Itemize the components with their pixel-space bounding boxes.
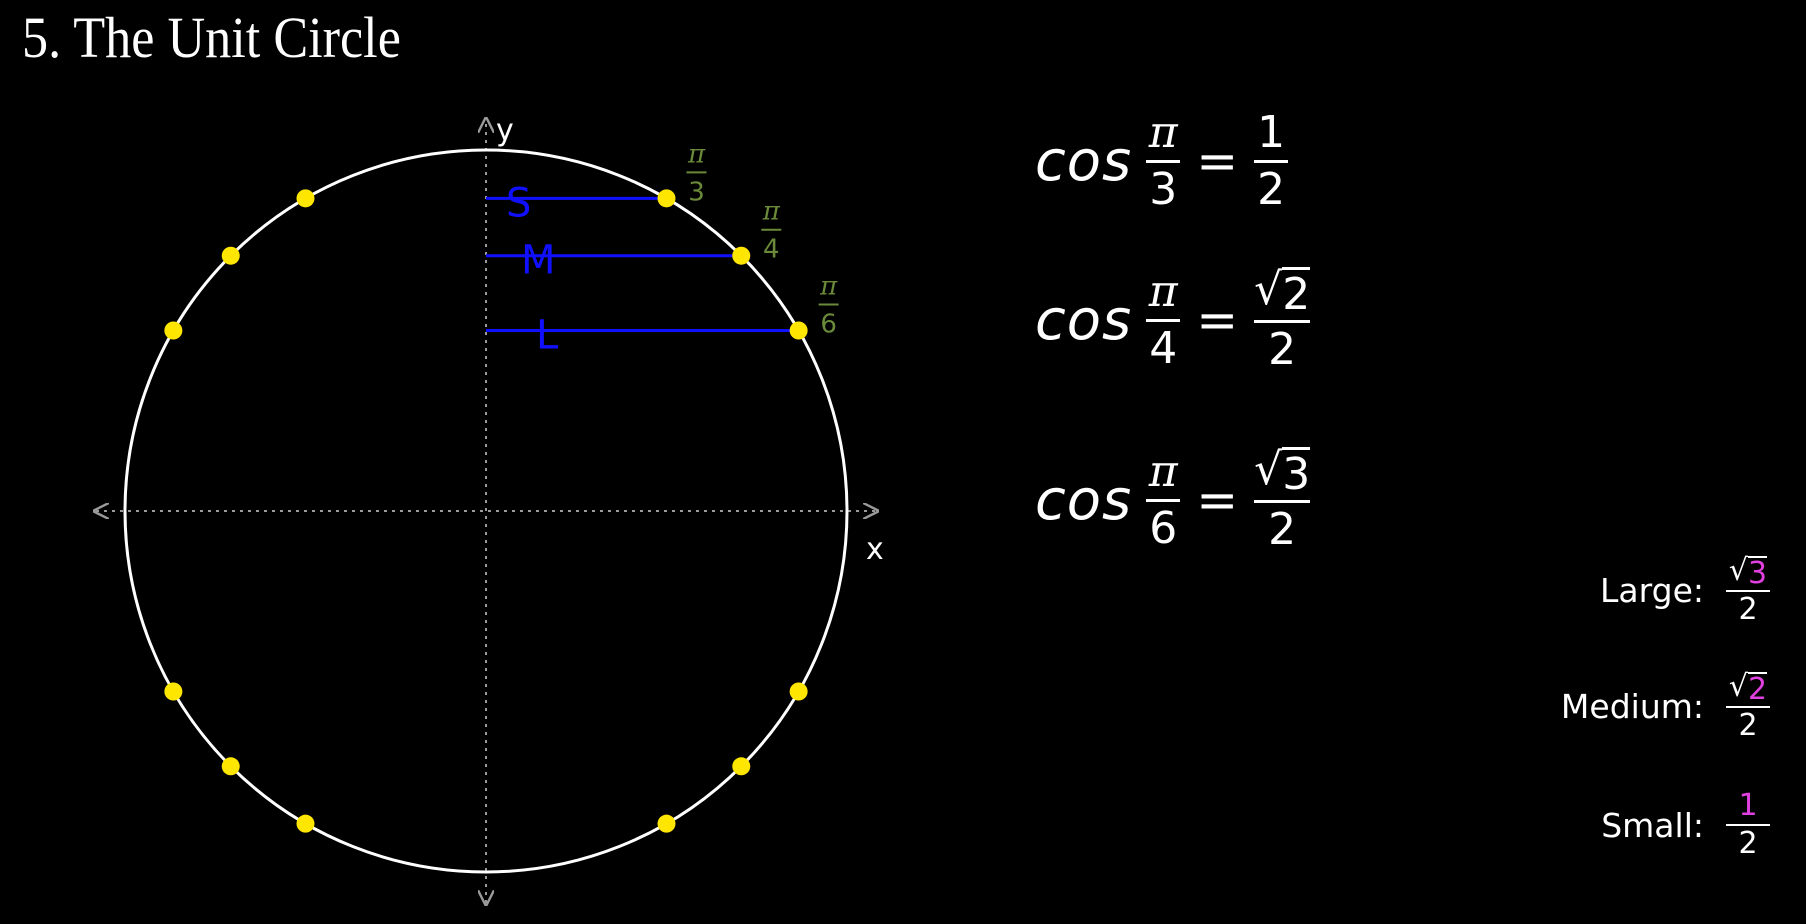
legend-small: Small: 1 2 (1601, 788, 1770, 862)
denominator: 2 (1738, 826, 1758, 861)
circle-point (221, 246, 240, 265)
circle-point (789, 682, 808, 701)
denominator: 2 (1268, 324, 1297, 375)
numerator: π (1148, 265, 1178, 317)
value-fraction: √2 2 (1254, 263, 1311, 377)
equation-cos-pi-3: cos π 3 = 1 2 (1035, 106, 1294, 216)
fraction-bar (1254, 500, 1311, 503)
circle-point (164, 682, 183, 701)
sqrt-icon: √ (1728, 553, 1749, 588)
radicand: 3 (1748, 556, 1768, 591)
radical-numerator: √2 (1254, 263, 1311, 320)
numerator: π (1148, 445, 1178, 497)
circle-point (296, 814, 315, 833)
denominator: 3 (1149, 163, 1178, 215)
fraction-bar (1146, 159, 1181, 163)
radical-numerator: √3 (1728, 553, 1768, 591)
radical-numerator: √2 (1728, 669, 1768, 707)
y-axis-label: y (496, 113, 514, 148)
radicand: 2 (1282, 267, 1311, 320)
radical-numerator: √3 (1254, 443, 1311, 500)
circle-point (164, 321, 183, 340)
equals-sign: = (1196, 132, 1239, 190)
numerator: π (1148, 106, 1178, 158)
sqrt-icon: √ (1728, 669, 1749, 704)
legend-label: Small: (1601, 805, 1704, 845)
slide-title: 5. The Unit Circle (22, 5, 401, 70)
value-fraction: √3 2 (1254, 443, 1311, 557)
radicand: 2 (1748, 672, 1768, 707)
legend-fraction: √3 2 (1726, 553, 1770, 628)
numerator: 1 (1738, 788, 1758, 823)
equals-sign: = (1196, 471, 1239, 529)
segment-label: S (506, 180, 531, 226)
equation-cos-pi-4: cos π 4 = √2 2 (1035, 263, 1316, 377)
angle-label-denominator: 4 (763, 235, 780, 265)
circle-point (732, 246, 751, 265)
fraction-bar (1726, 824, 1770, 826)
radicand: 3 (1282, 447, 1311, 500)
circle-point (657, 814, 676, 833)
numerator: 1 (1257, 106, 1286, 158)
denominator: 2 (1738, 592, 1758, 627)
equation-cos-pi-6: cos π 6 = √3 2 (1035, 443, 1316, 557)
value-fraction: 1 2 (1254, 106, 1289, 217)
cos-function: cos (1035, 287, 1133, 353)
circle-point (789, 321, 808, 340)
argument-fraction: π 6 (1146, 445, 1181, 556)
legend-medium: Medium: √2 2 (1561, 669, 1770, 744)
legend-large: Large: √3 2 (1600, 553, 1770, 628)
angle-label-denominator: 6 (820, 310, 837, 340)
denominator: 2 (1268, 504, 1297, 555)
circle-point (657, 189, 676, 208)
equals-sign: = (1196, 291, 1239, 349)
fraction-bar (1726, 706, 1770, 708)
denominator: 4 (1149, 322, 1178, 374)
circle-point (221, 757, 240, 776)
angle-label-numerator: π (762, 197, 781, 227)
fraction-bar (1254, 320, 1311, 323)
circle-point (296, 189, 315, 208)
angle-label-numerator: π (687, 139, 706, 169)
argument-fraction: π 3 (1146, 106, 1181, 217)
segment-label: L (536, 313, 559, 359)
sqrt-icon: √ (1254, 444, 1283, 495)
cos-function: cos (1035, 128, 1133, 194)
segment-label: M (521, 238, 556, 284)
legend-label: Medium: (1560, 687, 1704, 726)
cos-function: cos (1035, 467, 1133, 533)
legend-label: Large: (1600, 571, 1704, 610)
legend-fraction: √2 2 (1726, 669, 1770, 744)
fraction-bar (1146, 498, 1181, 502)
x-axis-label: x (866, 532, 884, 567)
fraction-bar (1146, 318, 1181, 322)
fraction-bar (1254, 159, 1289, 163)
unit-circle (123, 148, 849, 874)
legend-fraction: 1 2 (1726, 788, 1770, 862)
angle-label-numerator: π (819, 272, 838, 302)
argument-fraction: π 4 (1146, 265, 1181, 376)
denominator: 2 (1257, 163, 1286, 215)
denominator: 6 (1149, 502, 1178, 554)
denominator: 2 (1738, 708, 1758, 743)
circle-point (732, 757, 751, 776)
sqrt-icon: √ (1254, 264, 1283, 315)
angle-label-denominator: 3 (688, 177, 705, 207)
fraction-bar (1726, 590, 1770, 592)
